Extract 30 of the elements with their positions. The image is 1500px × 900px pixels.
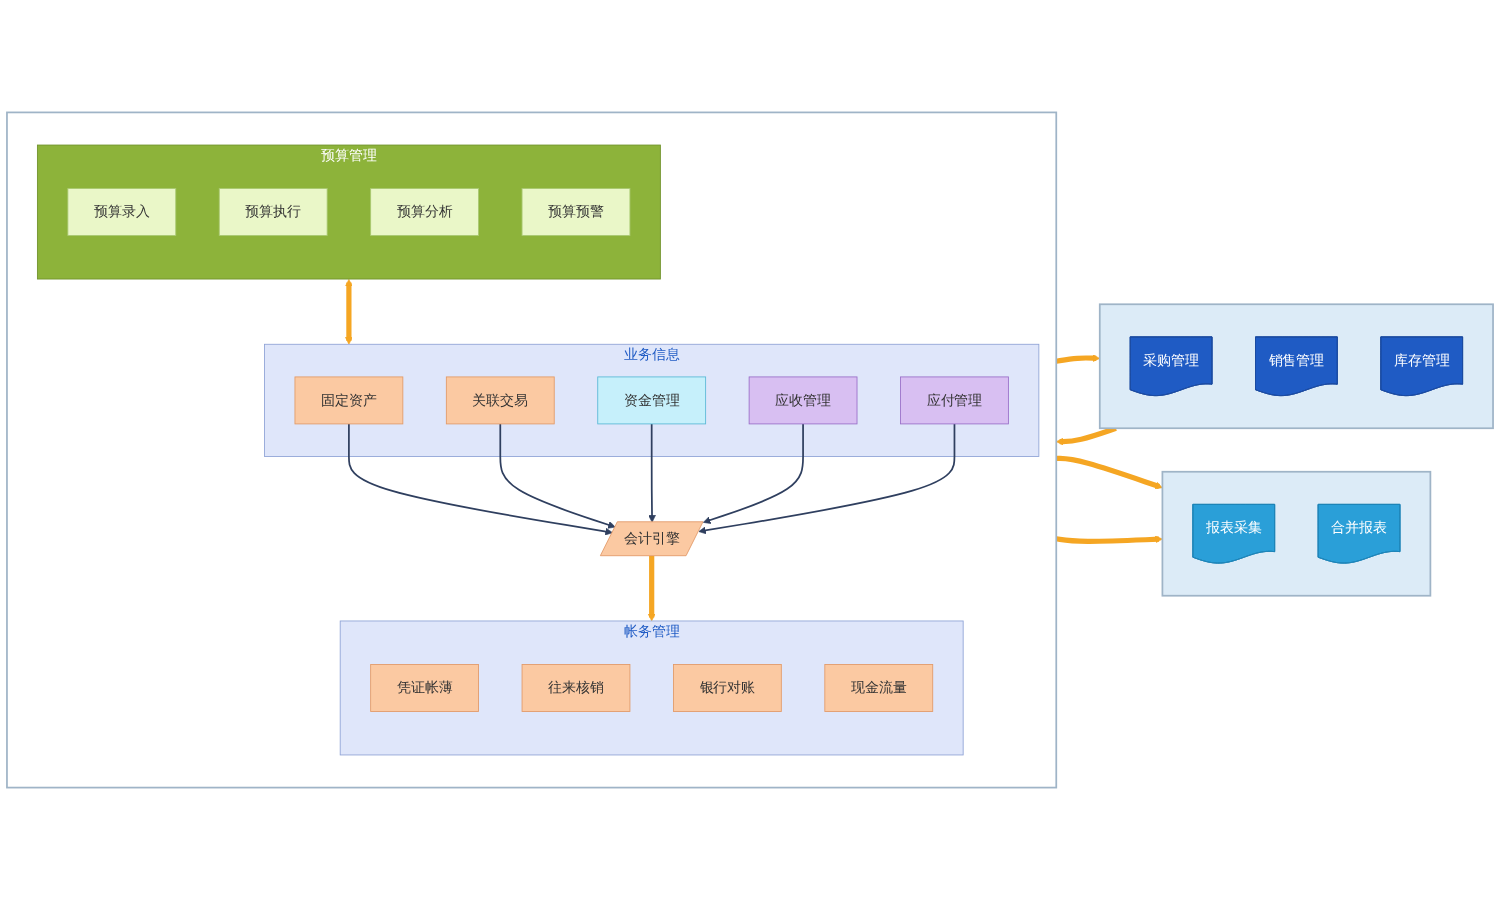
- arrow: [499, 423, 616, 529]
- arrow: [1055, 354, 1101, 364]
- cluster: [1161, 470, 1432, 597]
- arrow: [1056, 455, 1163, 490]
- arrow: [648, 423, 656, 523]
- cluster: [1098, 303, 1494, 430]
- cluster: [339, 620, 964, 756]
- node-box: [294, 376, 404, 425]
- arrow: [698, 423, 956, 535]
- node-box: [370, 188, 479, 236]
- node-box: [521, 188, 631, 236]
- node-box: [218, 188, 328, 236]
- node-box: [900, 376, 1009, 425]
- node-box: [370, 664, 479, 712]
- arrow: [647, 555, 656, 622]
- node-box: [67, 188, 177, 236]
- arrow: [1055, 425, 1117, 446]
- arrow: [1055, 535, 1163, 544]
- node-box: [597, 376, 707, 425]
- node-box: [673, 664, 782, 712]
- cluster: [36, 144, 661, 280]
- node-box: [445, 376, 555, 425]
- cluster: [6, 111, 1058, 789]
- arrow: [348, 423, 613, 536]
- arrow: [345, 279, 353, 345]
- node-box: [824, 664, 934, 712]
- node-box: [521, 664, 631, 712]
- cluster: [264, 343, 1040, 457]
- arrow: [703, 423, 804, 524]
- node-box: [748, 376, 858, 425]
